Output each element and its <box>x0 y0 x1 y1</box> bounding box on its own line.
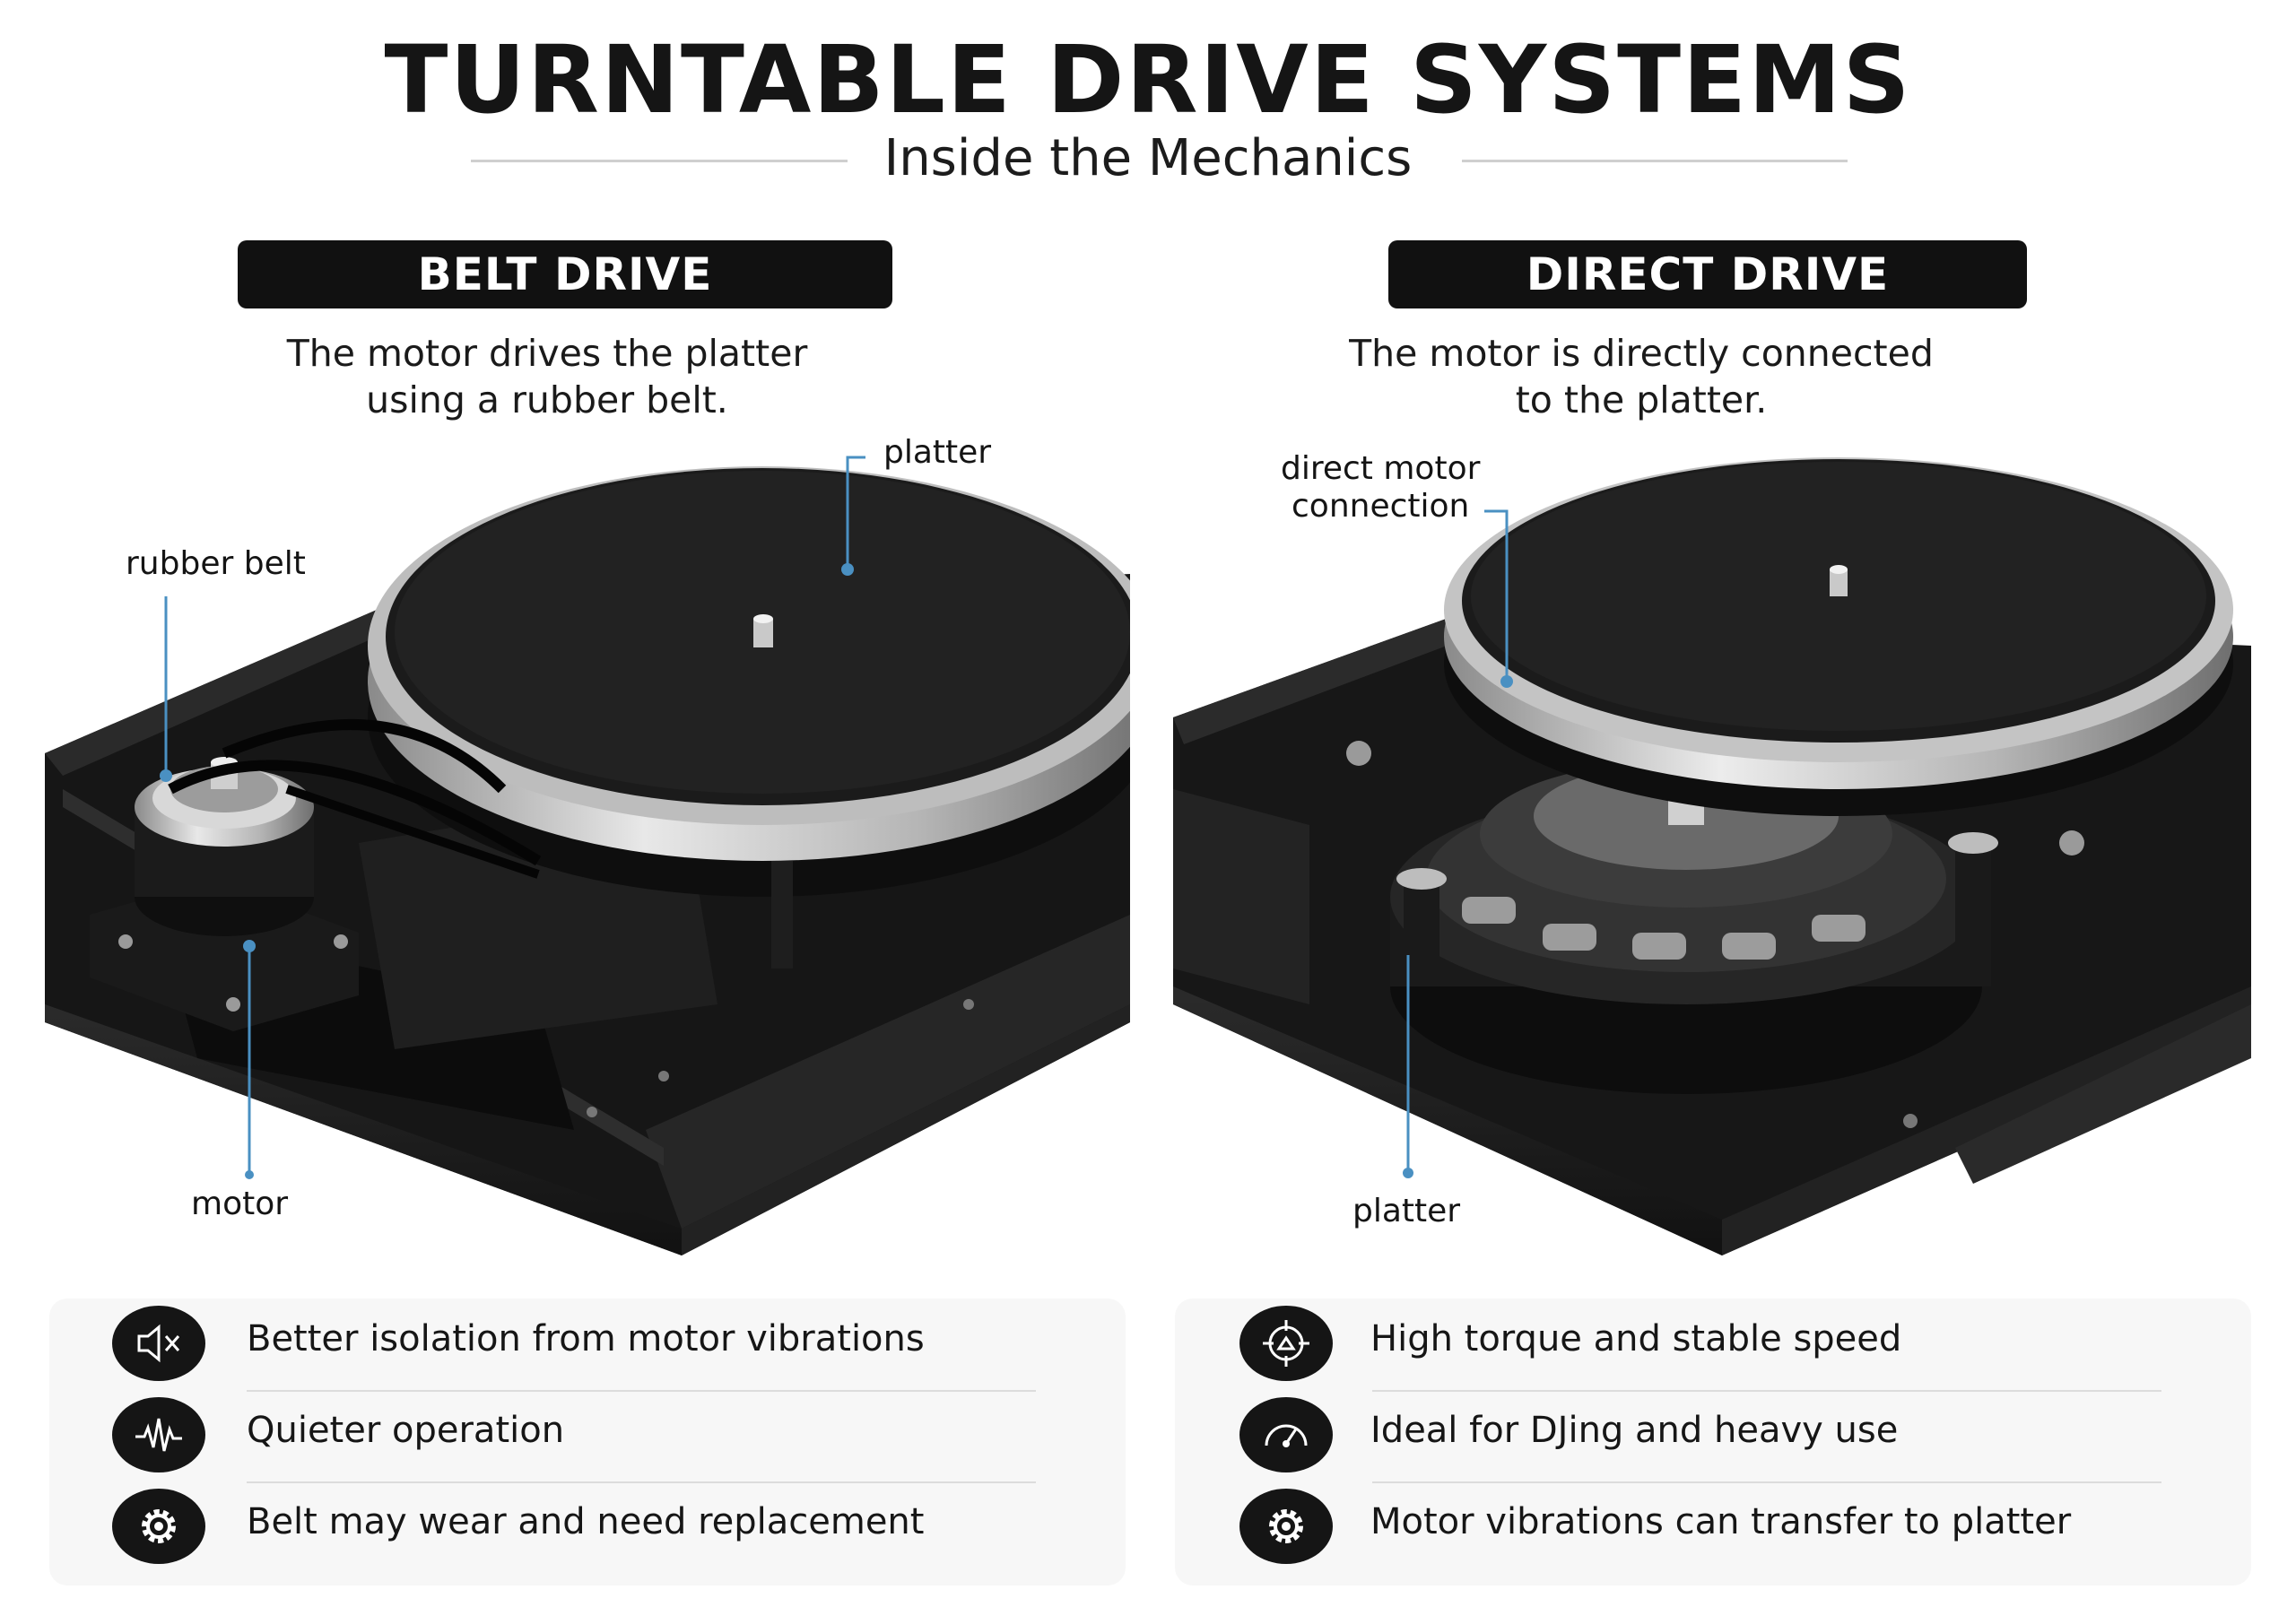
direct-connection-marker-dot <box>1500 675 1513 688</box>
belt-drive-heading: BELT DRIVE <box>238 240 892 308</box>
subtitle-rule-right <box>1462 160 1848 162</box>
direct-drive-heading: DIRECT DRIVE <box>1388 240 2027 308</box>
belt-platter <box>368 466 1130 969</box>
belt-feature-text: Belt may wear and need replacement <box>247 1501 925 1542</box>
gear-icon <box>112 1489 205 1564</box>
direct-feature-text: High torque and stable speed <box>1370 1318 1902 1359</box>
speedometer-icon <box>1239 1397 1333 1472</box>
feature-divider <box>247 1390 1036 1392</box>
subtitle-rule-left <box>471 160 848 162</box>
gear-icon <box>1239 1489 1333 1564</box>
direct-platter <box>1444 457 2233 816</box>
belt-drive-panel: BELT DRIVE The motor drives the platter … <box>36 215 1130 1291</box>
platter-marker-dot <box>841 563 854 576</box>
direct-drive-panel: DIRECT DRIVE The motor is directly conne… <box>1166 215 2260 1291</box>
direct-feature-text: Motor vibrations can transfer to platter <box>1370 1501 2072 1542</box>
direct-drive-description: The motor is directly connected to the p… <box>1094 330 2188 423</box>
direct-platter-marker-dot <box>1403 1168 1413 1178</box>
direct-drive-illustration <box>1173 457 2251 1255</box>
torque-target-icon <box>1239 1306 1333 1381</box>
muted-speaker-icon <box>112 1306 205 1381</box>
belt-platter-label: platter <box>883 434 992 471</box>
direct-feature-item: Ideal for DJing and heavy use <box>1175 1390 2251 1483</box>
belt-feature-item: Better isolation from motor vibrations <box>49 1299 1126 1392</box>
motor-marker-dot-top <box>243 940 256 952</box>
belt-marker-dot <box>160 769 172 782</box>
feature-divider <box>247 1481 1036 1483</box>
belt-feature-text: Quieter operation <box>247 1410 565 1451</box>
direct-feature-item: High torque and stable speed <box>1175 1299 2251 1392</box>
belt-feature-list: Better isolation from motor vibrations Q… <box>49 1299 1126 1585</box>
direct-desc-line-2: to the platter. <box>1515 378 1768 421</box>
direct-motor-label-line-1: direct motor <box>1281 450 1481 487</box>
belt-feature-item: Belt may wear and need replacement <box>49 1481 1126 1571</box>
belt-drive-illustration <box>45 456 1130 1255</box>
page-subtitle: Inside the Mechanics <box>883 129 1413 187</box>
direct-callout-lines <box>1406 509 1509 1173</box>
motor-marker-dot-bottom <box>245 1170 254 1179</box>
feature-divider <box>1372 1390 2161 1392</box>
direct-feature-item: Motor vibrations can transfer to platter <box>1175 1481 2251 1571</box>
waveform-icon <box>112 1397 205 1472</box>
rubber-belt-label: rubber belt <box>126 545 306 582</box>
belt-desc-line-2: using a rubber belt. <box>366 378 728 421</box>
belt-callout-lines <box>164 456 865 1175</box>
subtitle-row: Inside the Mechanics <box>0 126 2296 197</box>
direct-feature-list: High torque and stable speed Ideal for D… <box>1175 1299 2251 1585</box>
direct-desc-line-1: The motor is directly connected <box>1349 332 1934 375</box>
belt-feature-text: Better isolation from motor vibrations <box>247 1318 925 1359</box>
direct-feature-text: Ideal for DJing and heavy use <box>1370 1410 1899 1451</box>
feature-divider <box>1372 1481 2161 1483</box>
belt-drive-description: The motor drives the platter using a rub… <box>0 330 1094 423</box>
rubber-belt-loop <box>168 719 542 866</box>
motor-label: motor <box>191 1186 289 1222</box>
belt-desc-line-1: The motor drives the platter <box>286 332 808 375</box>
belt-feature-item: Quieter operation <box>49 1390 1126 1483</box>
direct-platter-label: platter <box>1352 1193 1461 1229</box>
direct-motor-label-line-2: connection <box>1292 488 1470 525</box>
page-title: TURNTABLE DRIVE SYSTEMS <box>384 25 1912 135</box>
direct-motor-connection-label: direct motor connection <box>1281 450 1480 526</box>
